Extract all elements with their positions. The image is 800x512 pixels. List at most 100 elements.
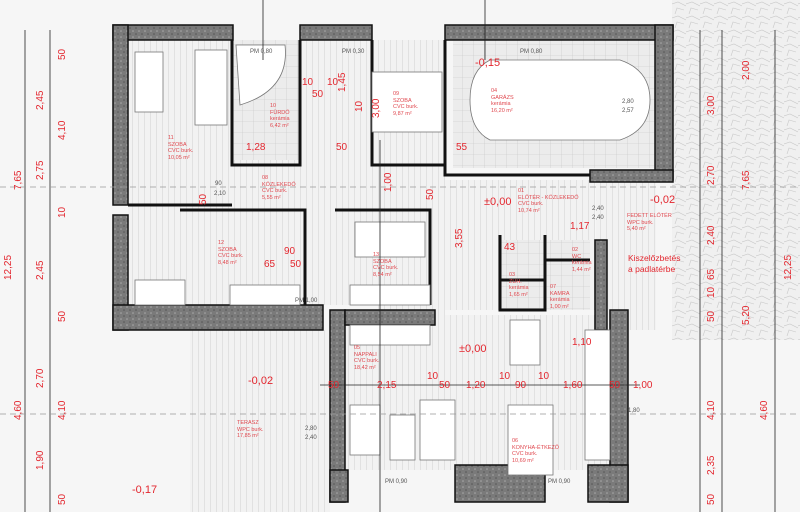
door-size: 2,40	[592, 215, 604, 221]
door-size: 2,10	[214, 191, 226, 197]
dim-right: 2,35	[706, 455, 717, 475]
dim-inner: 50	[290, 259, 302, 270]
dim-right: 65	[706, 268, 717, 280]
dim-inner: 50	[198, 193, 209, 205]
door-size: 2,40	[305, 435, 317, 441]
door-size: 1,80	[628, 408, 640, 414]
dim-left-outer: 12,25	[3, 254, 14, 280]
dim-right: 50	[706, 493, 717, 505]
dim-inner: 3,00	[371, 98, 382, 118]
terrace-deck	[190, 330, 330, 512]
level-covered: -0,02	[650, 194, 676, 206]
window-label: PM 0,90	[385, 479, 408, 485]
dim-left: 1,90	[35, 450, 46, 470]
car	[469, 59, 651, 141]
window-label: PM 0,90	[548, 479, 571, 485]
dim-left: 2,70	[35, 368, 46, 388]
door-size: 90	[215, 181, 222, 187]
dim-inner: 43	[504, 242, 516, 253]
level-terrace: -0,02	[248, 375, 274, 387]
dim-bottom: 1,00	[633, 380, 653, 391]
dim-bottom: 50	[328, 380, 340, 391]
dim-bottom: 1,60	[563, 380, 583, 391]
dim-inner: 50	[336, 142, 348, 153]
dim-inner: 1,17	[570, 221, 590, 232]
dim-left-outer: 7,65	[13, 170, 24, 190]
level-outside: -0,17	[132, 484, 158, 496]
dim-bottom: 50	[609, 380, 621, 391]
dim-inner: 65	[264, 259, 276, 270]
level-living: ±0,00	[459, 343, 487, 355]
dim-inner: 90	[284, 246, 296, 257]
dim-inner: 1,00	[383, 172, 394, 192]
dim-right: 3,00	[706, 95, 717, 115]
door-size: 2,40	[592, 206, 604, 212]
dim-right: 10	[706, 286, 717, 298]
dim-inner: 50	[425, 188, 436, 200]
dim-left: 50	[57, 493, 68, 505]
dim-inner: 10	[302, 77, 314, 88]
dim-bottom: 1,20	[466, 380, 486, 391]
door-size: 2,57	[622, 108, 634, 114]
dim-bottom: 10	[499, 371, 511, 382]
dim-left: 50	[57, 310, 68, 322]
level-garage: -0,15	[475, 57, 501, 69]
dim-left-outer: 4,60	[13, 400, 24, 420]
window-label: PM 0,30	[342, 49, 365, 55]
dim-right: 2,00	[741, 60, 752, 80]
door-size: 2,80	[622, 99, 634, 105]
axis-lines	[0, 186, 800, 415]
dim-right: 50	[706, 310, 717, 322]
dim-inner: 50	[312, 89, 324, 100]
dim-bottom: 90	[515, 380, 527, 391]
dim-right: 5,20	[741, 305, 752, 325]
dim-inner: 3,55	[454, 228, 465, 248]
dim-bottom: 50	[439, 380, 451, 391]
window-label: PM 1,00	[295, 298, 318, 304]
dim-inner: 10	[327, 77, 339, 88]
dim-right: 2,40	[706, 225, 717, 245]
dim-right-outer: 4,60	[759, 400, 770, 420]
window-label: PM 0,80	[250, 49, 273, 55]
dim-inner: 1,10	[572, 337, 592, 348]
dim-right: 2,70	[706, 165, 717, 185]
dim-left: 4,10	[57, 120, 68, 140]
dim-bottom: 10	[538, 371, 550, 382]
dim-left: 2,45	[35, 260, 46, 280]
dim-left: 2,45	[35, 90, 46, 110]
dim-left: 10	[57, 206, 68, 218]
dim-right-outer: 12,25	[783, 254, 794, 280]
furniture	[134, 44, 651, 476]
dim-bottom: 10	[427, 371, 439, 382]
dim-left: 50	[57, 48, 68, 60]
window-label: PM 0,80	[520, 49, 543, 55]
dimension-lines	[24, 0, 776, 512]
door-size: 2,80	[305, 426, 317, 432]
dim-inner: 55	[456, 142, 468, 153]
dim-inner: 10	[354, 100, 365, 112]
dim-inner: 1,28	[246, 142, 266, 153]
dim-inner: 1,45	[337, 72, 348, 92]
dim-left: 4,10	[57, 400, 68, 420]
dim-right-outer: 7,65	[741, 170, 752, 190]
dim-left: 2,75	[35, 160, 46, 180]
paving-area	[672, 0, 800, 340]
dim-bottom: 2,15	[377, 380, 397, 391]
